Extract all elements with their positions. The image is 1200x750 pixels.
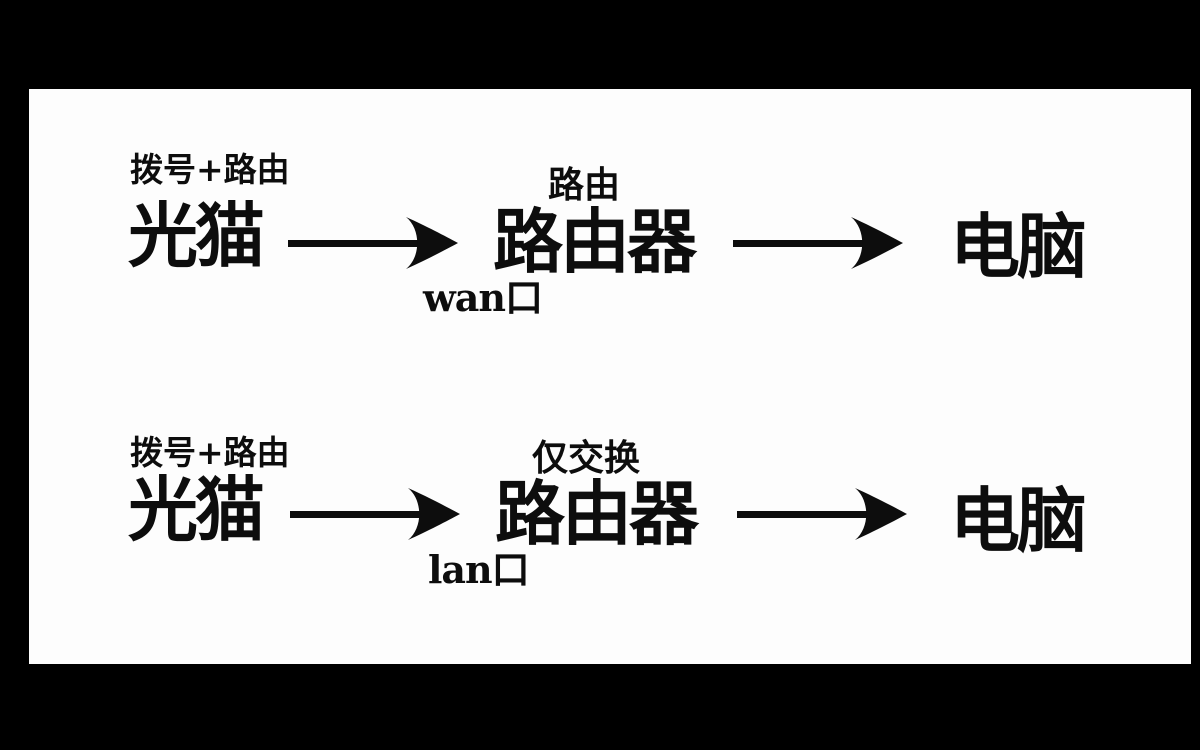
modem-mode-label: 拨号+路由	[130, 150, 290, 189]
diagram-canvas: 拨号+路由 光猫 wan口 路由 路由器 电脑 拨号+路由 光猫	[29, 89, 1191, 664]
port-label: wan口	[423, 275, 543, 320]
arrow-right-icon	[737, 488, 907, 540]
router-node: 路由器	[493, 200, 697, 283]
port-label: lan口	[428, 547, 530, 592]
router-mode-label: 仅交换	[532, 437, 641, 479]
arrow-right-icon	[290, 488, 460, 540]
computer-node: 电脑	[950, 479, 1087, 562]
computer-node: 电脑	[950, 205, 1087, 288]
arrow-right-icon	[733, 217, 903, 269]
modem-node: 光猫	[128, 468, 265, 551]
router-mode-label: 路由	[548, 164, 621, 206]
modem-node: 光猫	[128, 194, 265, 277]
arrow-right-icon	[288, 217, 458, 269]
router-node: 路由器	[495, 472, 699, 555]
modem-mode-label: 拨号+路由	[130, 433, 290, 472]
